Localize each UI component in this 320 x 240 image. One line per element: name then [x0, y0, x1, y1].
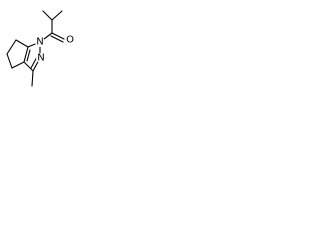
bond-c3-c3a	[23, 61, 34, 72]
bond-n2-c3-double	[30, 56, 38, 69]
bond-c5-c4	[6, 53, 13, 69]
bond-c3a-c6a	[23, 46, 29, 63]
atom-label-nitrogen-2: N	[37, 53, 44, 64]
bond-c6a-c6	[15, 39, 29, 48]
bond-c4-c3a	[11, 61, 25, 69]
atom-label-nitrogen-1: N	[36, 37, 43, 48]
chemical-structure-diagram: O N N	[6, 10, 75, 87]
bond-carbonyl-o-2	[50, 35, 64, 43]
bond-methyl-left	[42, 10, 53, 21]
bond-carbonyl-o-1	[51, 32, 65, 40]
atom-label-oxygen: O	[66, 35, 74, 46]
bond-c3-methyl	[31, 70, 34, 87]
bond-c3a-c6a-double	[26, 49, 31, 62]
bond-c6-c5	[6, 39, 17, 55]
bond-methyl-right	[51, 10, 63, 21]
